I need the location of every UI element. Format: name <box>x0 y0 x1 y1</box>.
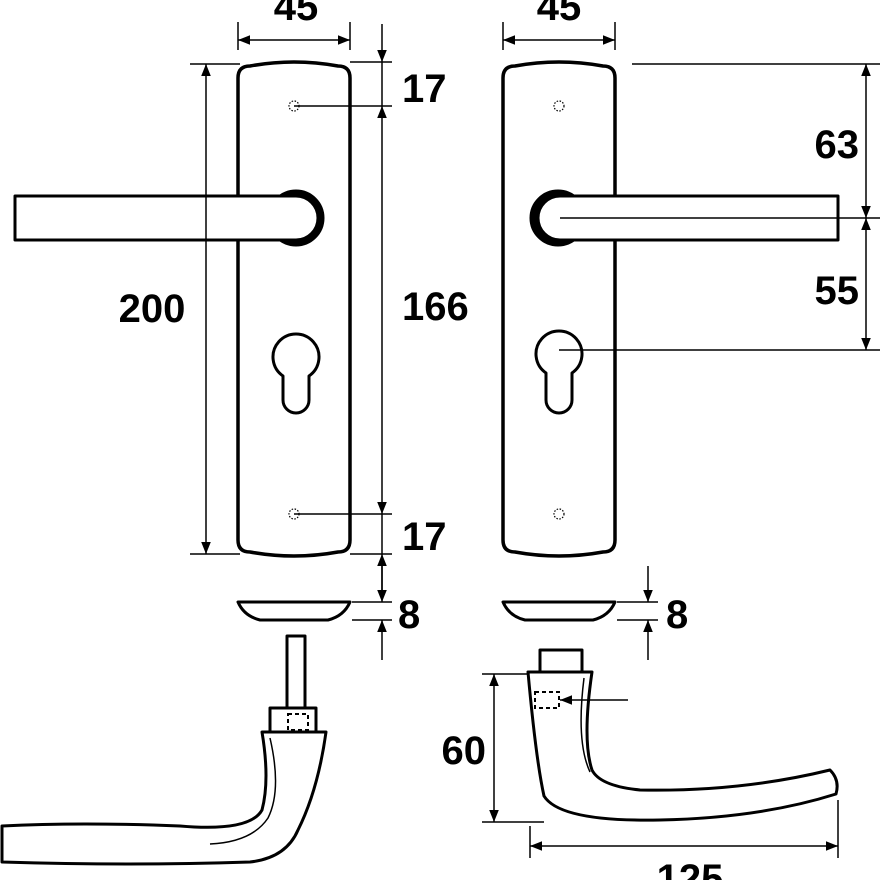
left-backplate-view <box>13 60 352 558</box>
bottom-screw-offset-label: 17 <box>402 515 447 559</box>
top-to-lever-axis-label: 63 <box>815 123 860 167</box>
right-lever-stub <box>538 648 584 674</box>
left-lever-collar <box>268 706 318 734</box>
right-lever-side-view: 60 125 <box>442 648 839 880</box>
square-hole-hidden <box>534 691 560 709</box>
right-lever-body <box>526 670 839 822</box>
right-rose-thickness-label: 8 <box>666 593 688 637</box>
left-backplate <box>236 60 352 558</box>
spindle <box>285 634 307 710</box>
overall-height-label: 200 <box>119 287 186 331</box>
left-rose-thickness-label: 8 <box>398 593 420 637</box>
right-top-screw-hole <box>553 100 565 112</box>
left-lever-side-view <box>0 634 328 866</box>
right-cylinder-keyhole <box>534 329 584 415</box>
lever-height-label: 60 <box>442 729 487 773</box>
left-dimensions: 45 200 17 166 17 <box>110 0 469 592</box>
right-backplate <box>501 60 617 558</box>
left-cylinder-keyhole <box>271 332 321 415</box>
left-width-label: 45 <box>274 0 319 29</box>
left-rose-profile <box>236 600 352 622</box>
left-lever-body <box>0 730 328 866</box>
right-dimensions: 45 63 55 <box>502 0 880 351</box>
right-rose-profile <box>501 600 617 622</box>
left-rose-profile-view: 8 <box>236 566 420 660</box>
right-rose-profile-view: 8 <box>501 566 688 660</box>
lever-length-label: 125 <box>657 857 724 880</box>
lever-axis-to-cylinder-label: 55 <box>815 269 860 313</box>
right-width-label: 45 <box>537 0 582 29</box>
top-screw-offset-label: 17 <box>402 67 447 111</box>
right-bottom-screw-hole <box>553 508 565 520</box>
right-backplate-view <box>501 60 840 558</box>
left-lever-arm <box>13 194 320 242</box>
screw-spacing-label: 166 <box>402 285 469 329</box>
